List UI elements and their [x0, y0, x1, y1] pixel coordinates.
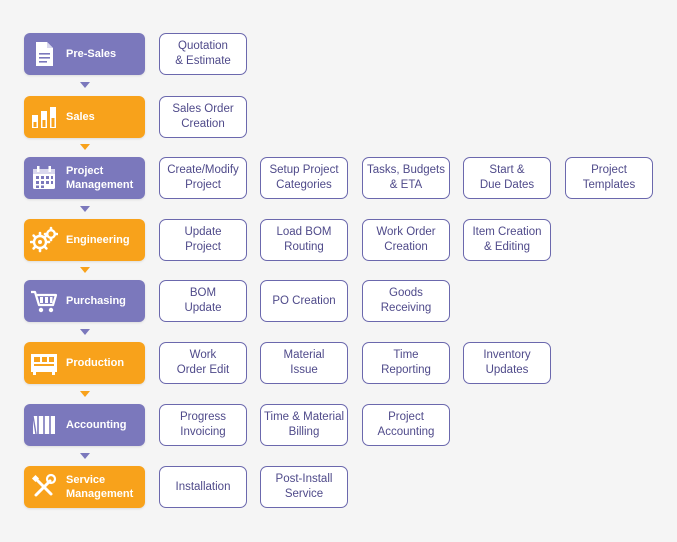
task-box: Setup Project Categories: [260, 157, 348, 199]
task-box: Time Reporting: [362, 342, 450, 384]
stage-label: Purchasing: [66, 295, 126, 307]
stage-pre-sales: Pre-Sales: [24, 33, 145, 75]
task-box: Work Order Creation: [362, 219, 450, 261]
task-box: Load BOM Routing: [260, 219, 348, 261]
bar-chart-icon: [30, 103, 58, 131]
stage-label: Service Management: [66, 474, 134, 500]
task-box: Work Order Edit: [159, 342, 247, 384]
task-box: BOM Update: [159, 280, 247, 322]
stage-engineering: Engineering: [24, 219, 145, 261]
flow-arrow: [80, 329, 90, 335]
flow-arrow: [80, 144, 90, 150]
stage-label: Sales: [66, 111, 95, 123]
task-box: Material Issue: [260, 342, 348, 384]
task-box: Create/Modify Project: [159, 157, 247, 199]
task-box: Installation: [159, 466, 247, 508]
cart-icon: [30, 287, 58, 315]
task-box: Sales Order Creation: [159, 96, 247, 138]
flow-arrow: [80, 82, 90, 88]
tools-icon: [30, 473, 58, 501]
flow-arrow: [80, 453, 90, 459]
ledger-icon: [30, 411, 58, 439]
factory-icon: [30, 349, 58, 377]
stage-label: Accounting: [66, 419, 127, 431]
task-box: Project Accounting: [362, 404, 450, 446]
stage-label: Project Management: [66, 165, 134, 191]
gears-icon: [30, 226, 58, 254]
task-box: Project Templates: [565, 157, 653, 199]
stage-project-management: Project Management: [24, 157, 145, 199]
flow-arrow: [80, 267, 90, 273]
stage-label: Production: [66, 357, 125, 369]
task-box: Item Creation & Editing: [463, 219, 551, 261]
task-box: Time & Material Billing: [260, 404, 348, 446]
task-box: Goods Receiving: [362, 280, 450, 322]
flow-arrow: [80, 391, 90, 397]
stage-service-management: Service Management: [24, 466, 145, 508]
task-box: Progress Invoicing: [159, 404, 247, 446]
task-box: Post-Install Service: [260, 466, 348, 508]
flow-arrow: [80, 206, 90, 212]
task-box: Tasks, Budgets & ETA: [362, 157, 450, 199]
task-box: Update Project: [159, 219, 247, 261]
task-box: Quotation & Estimate: [159, 33, 247, 75]
stage-production: Production: [24, 342, 145, 384]
stage-purchasing: Purchasing: [24, 280, 145, 322]
stage-label: Engineering: [66, 234, 130, 246]
stage-sales: Sales: [24, 96, 145, 138]
task-box: Start & Due Dates: [463, 157, 551, 199]
task-box: Inventory Updates: [463, 342, 551, 384]
stage-accounting: Accounting: [24, 404, 145, 446]
stage-label: Pre-Sales: [66, 48, 117, 60]
calendar-icon: [30, 164, 58, 192]
task-box: PO Creation: [260, 280, 348, 322]
document-icon: [30, 40, 58, 68]
